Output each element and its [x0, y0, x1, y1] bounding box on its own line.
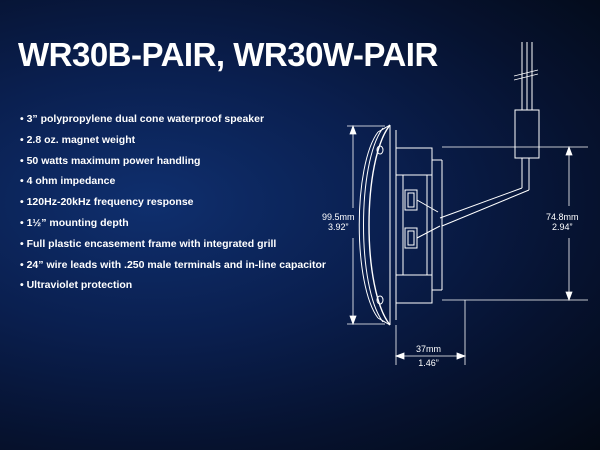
dimension-imperial: 3.92” [328, 222, 349, 232]
feature-item: Full plastic encasement frame with integ… [20, 237, 326, 258]
feature-item: 3” polypropylene dual cone waterproof sp… [20, 112, 326, 133]
inline-capacitor [514, 109, 540, 159]
product-title: WR30B-PAIR, WR30W-PAIR [18, 36, 438, 73]
speaker-bezel [358, 124, 397, 326]
dimension-outer-height-label: 99.5mm 3.92” [322, 212, 355, 232]
speaker-terminals [404, 189, 441, 249]
dimension-metric: 99.5mm [322, 212, 355, 222]
feature-item: 24” wire leads with .250 male terminals … [20, 258, 326, 279]
feature-item: 50 watts maximum power handling [20, 154, 326, 175]
dimension-metric: 37mm [416, 344, 442, 354]
wire-leads [513, 42, 539, 110]
speaker-body [395, 147, 443, 304]
feature-item: Ultraviolet protection [20, 278, 326, 299]
feature-item: 2.8 oz. magnet weight [20, 133, 326, 154]
feature-item: 1½” mounting depth [20, 216, 326, 237]
dimension-metric: 74.8mm [546, 212, 579, 222]
dimension-depth [394, 300, 467, 365]
dimension-outer-height [347, 124, 385, 326]
dimension-depth-label: 37mm 1.46” [416, 344, 441, 368]
dimension-imperial: 1.46” [418, 358, 439, 368]
feature-item: 120Hz-20kHz frequency response [20, 195, 326, 216]
dimension-inner-height-label: 74.8mm 2.94” [546, 212, 579, 232]
dimension-inner-height [442, 145, 588, 302]
feature-item: 4 ohm impedance [20, 174, 326, 195]
dimension-imperial: 2.94” [552, 222, 573, 232]
terminal-wires [439, 158, 530, 227]
feature-list: 3” polypropylene dual cone waterproof sp… [20, 112, 326, 299]
